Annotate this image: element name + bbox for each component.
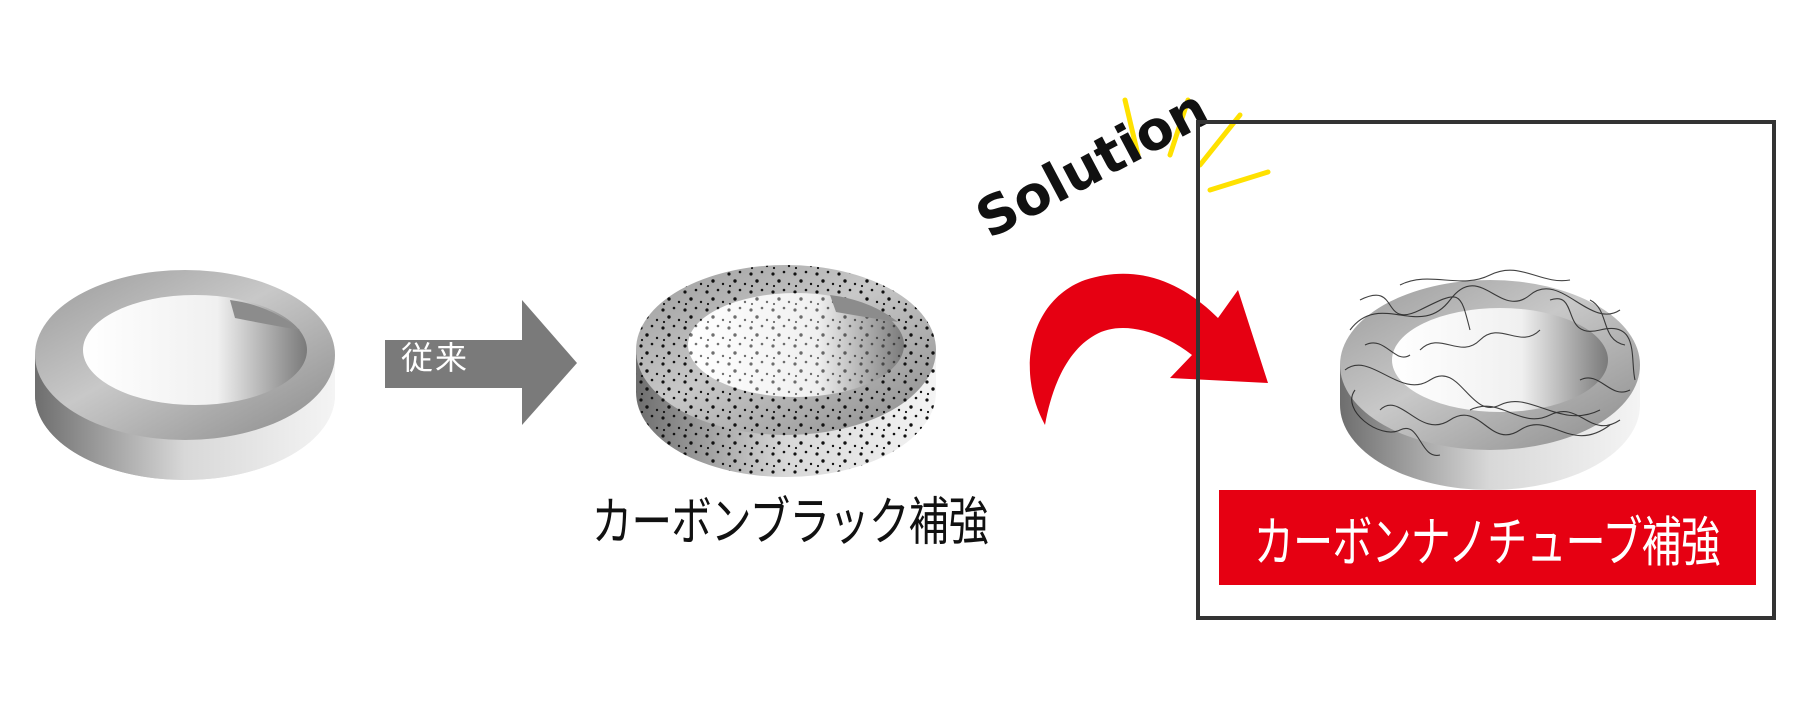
carbon-nanotube-ring-icon <box>1340 269 1640 490</box>
cnt-caption-banner: カーボンナノチューブ補強 <box>1219 490 1756 585</box>
cnt-result-box <box>1196 120 1776 620</box>
carbon-black-caption: カーボンブラック補強 <box>591 493 989 553</box>
cnt-caption: カーボンナノチューブ補強 <box>1254 511 1721 574</box>
conventional-arrow-icon <box>385 300 577 425</box>
conventional-arrow-label: 従来 <box>400 339 469 377</box>
carbon-black-ring-icon <box>636 265 936 477</box>
curved-arrow-icon <box>1029 273 1268 425</box>
plain-ring-icon <box>35 270 335 480</box>
